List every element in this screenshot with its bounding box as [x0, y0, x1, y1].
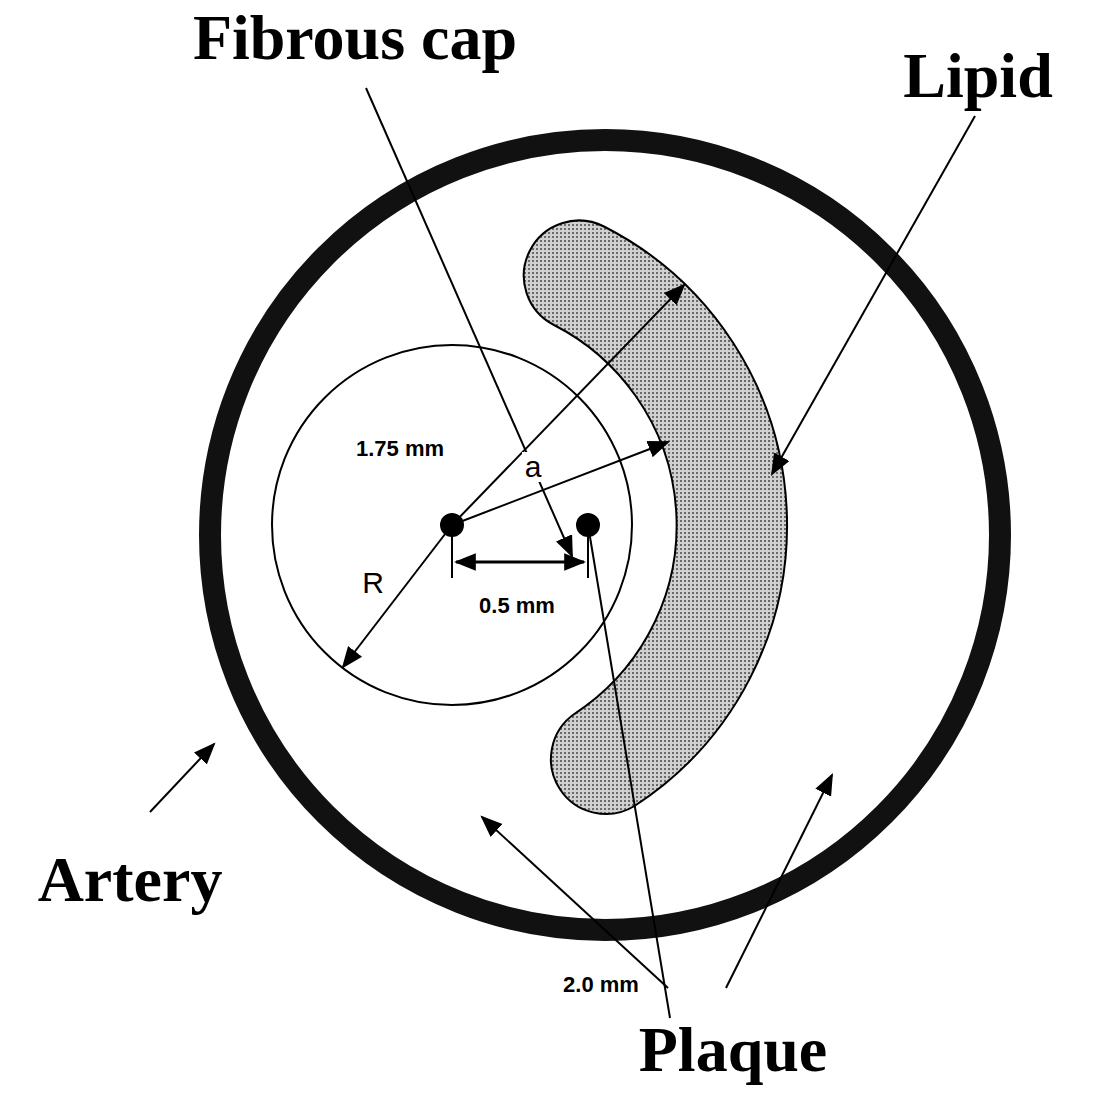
dimension-label: 0.5 mm — [476, 594, 558, 618]
dimension-label: 2.0 mm — [560, 973, 642, 997]
callout-label: Plaque — [639, 1018, 827, 1082]
dimension-line — [452, 442, 668, 525]
tick-line — [451, 532, 453, 578]
leader-arrow — [726, 775, 832, 988]
dimension-symbol: R — [359, 568, 387, 598]
leader-line — [588, 525, 670, 1018]
callout-label: Fibrous cap — [193, 6, 517, 70]
tick-line — [587, 532, 589, 578]
lumen-circle — [272, 345, 632, 705]
dimension-line — [343, 525, 452, 667]
center-dot — [440, 513, 464, 537]
callout-label: Artery — [38, 848, 223, 912]
artery-wall — [210, 140, 1000, 930]
lipid-pool — [524, 221, 787, 814]
dimension-label: 1.75 mm — [353, 437, 447, 461]
dimension-line — [456, 561, 584, 564]
leader-arrow — [482, 817, 668, 988]
leader-arrow — [366, 88, 572, 556]
center-dot — [576, 513, 600, 537]
leader-arrow — [150, 744, 214, 812]
dimension-symbol: a — [522, 452, 545, 482]
callout-label: Lipid — [903, 44, 1052, 108]
leader-arrow — [772, 116, 975, 474]
dimension-line — [452, 285, 684, 525]
